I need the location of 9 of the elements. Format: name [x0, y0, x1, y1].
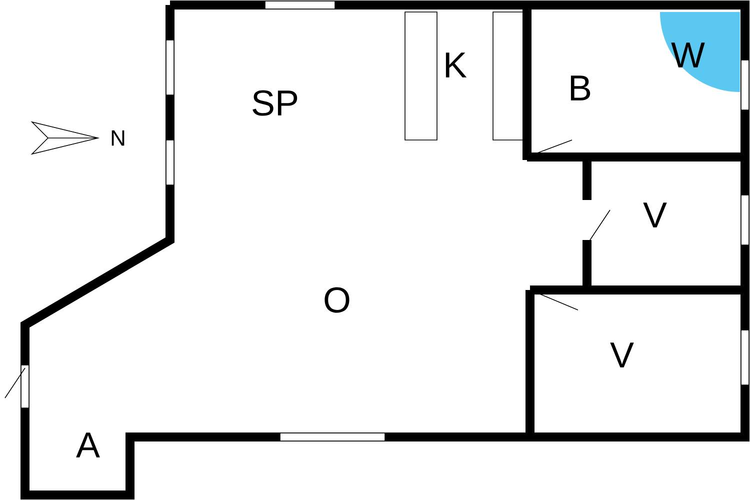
- room-label: A: [76, 432, 100, 458]
- room-label: B: [570, 76, 590, 100]
- room-label: O: [324, 287, 350, 313]
- room-label: N: [112, 130, 124, 146]
- room-label: K: [446, 52, 467, 78]
- room-label: V: [610, 342, 634, 368]
- room-label: SP: [252, 90, 298, 116]
- room-label: W: [671, 42, 705, 68]
- room-label: V: [643, 202, 667, 228]
